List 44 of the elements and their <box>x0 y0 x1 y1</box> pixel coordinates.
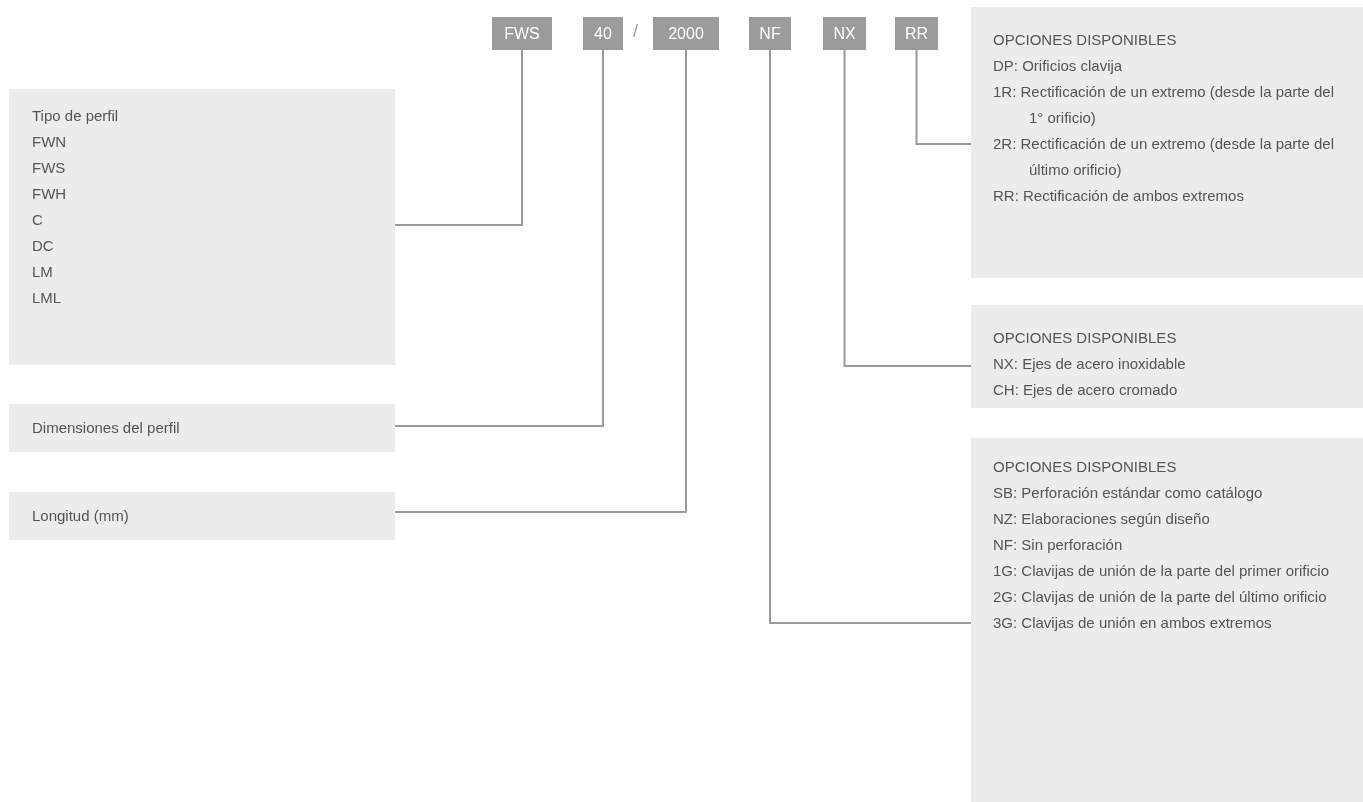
option-item: SB: Perforación estándar como catálogo <box>993 483 1264 503</box>
option-item: LML <box>32 288 63 308</box>
option-item: DC <box>32 236 55 256</box>
code-segment-tag: 2000 <box>653 17 719 50</box>
panel-heading: OPCIONES DISPONIBLES <box>993 328 1178 348</box>
option-item: FWN <box>32 132 68 152</box>
leader-line <box>394 49 687 513</box>
option-item: NF: Sin perforación <box>993 535 1124 555</box>
option-item: 3G: Clavijas de unión en ambos extremos <box>993 613 1273 633</box>
option-item: C <box>32 210 44 230</box>
option-panel <box>971 305 1363 408</box>
option-item: RR: Rectificación de ambos extremos <box>993 186 1245 206</box>
option-item: FWH <box>32 184 68 204</box>
option-item: 2R: Rectificación de un extremo (desde la parte del último orificio) <box>993 134 1335 180</box>
panel-heading: OPCIONES DISPONIBLES <box>993 30 1178 50</box>
separator-slash: / <box>633 21 638 42</box>
option-item: NZ: Elaboraciones según diseño <box>993 509 1211 529</box>
code-segment-tag: 40 <box>583 17 623 50</box>
option-item: 1R: Rectificación de un extremo (desde la parte del 1° orificio) <box>993 82 1335 128</box>
option-panel <box>971 7 1363 278</box>
leader-line <box>769 49 972 624</box>
leader-line <box>394 49 523 226</box>
option-item: 2G: Clavijas de unión de la parte del último orificio <box>993 587 1328 607</box>
option-item: DP: Orificios clavija <box>993 56 1124 76</box>
code-segment-tag: NX <box>823 17 866 50</box>
panel-text: Longitud (mm) <box>32 506 130 526</box>
option-panel <box>9 89 395 365</box>
code-segment-tag: FWS <box>492 17 552 50</box>
panel-text: Dimensiones del perfil <box>32 418 181 438</box>
code-segment-tag: RR <box>895 17 938 50</box>
option-item: FWS <box>32 158 67 178</box>
panel-heading: OPCIONES DISPONIBLES <box>993 457 1178 477</box>
leader-line <box>843 49 972 367</box>
leader-line <box>394 49 604 427</box>
option-item: LM <box>32 262 54 282</box>
option-panel <box>9 404 395 452</box>
code-segment-tag: NF <box>749 17 791 50</box>
option-item: NX: Ejes de acero inoxidable <box>993 354 1187 374</box>
option-panel <box>971 438 1363 802</box>
option-item: CH: Ejes de acero cromado <box>993 380 1179 400</box>
leader-line <box>915 49 972 145</box>
option-item: 1G: Clavijas de unión de la parte del primer orificio <box>993 561 1330 581</box>
panel-heading: Tipo de perfil <box>32 106 120 126</box>
option-panel <box>9 492 395 540</box>
